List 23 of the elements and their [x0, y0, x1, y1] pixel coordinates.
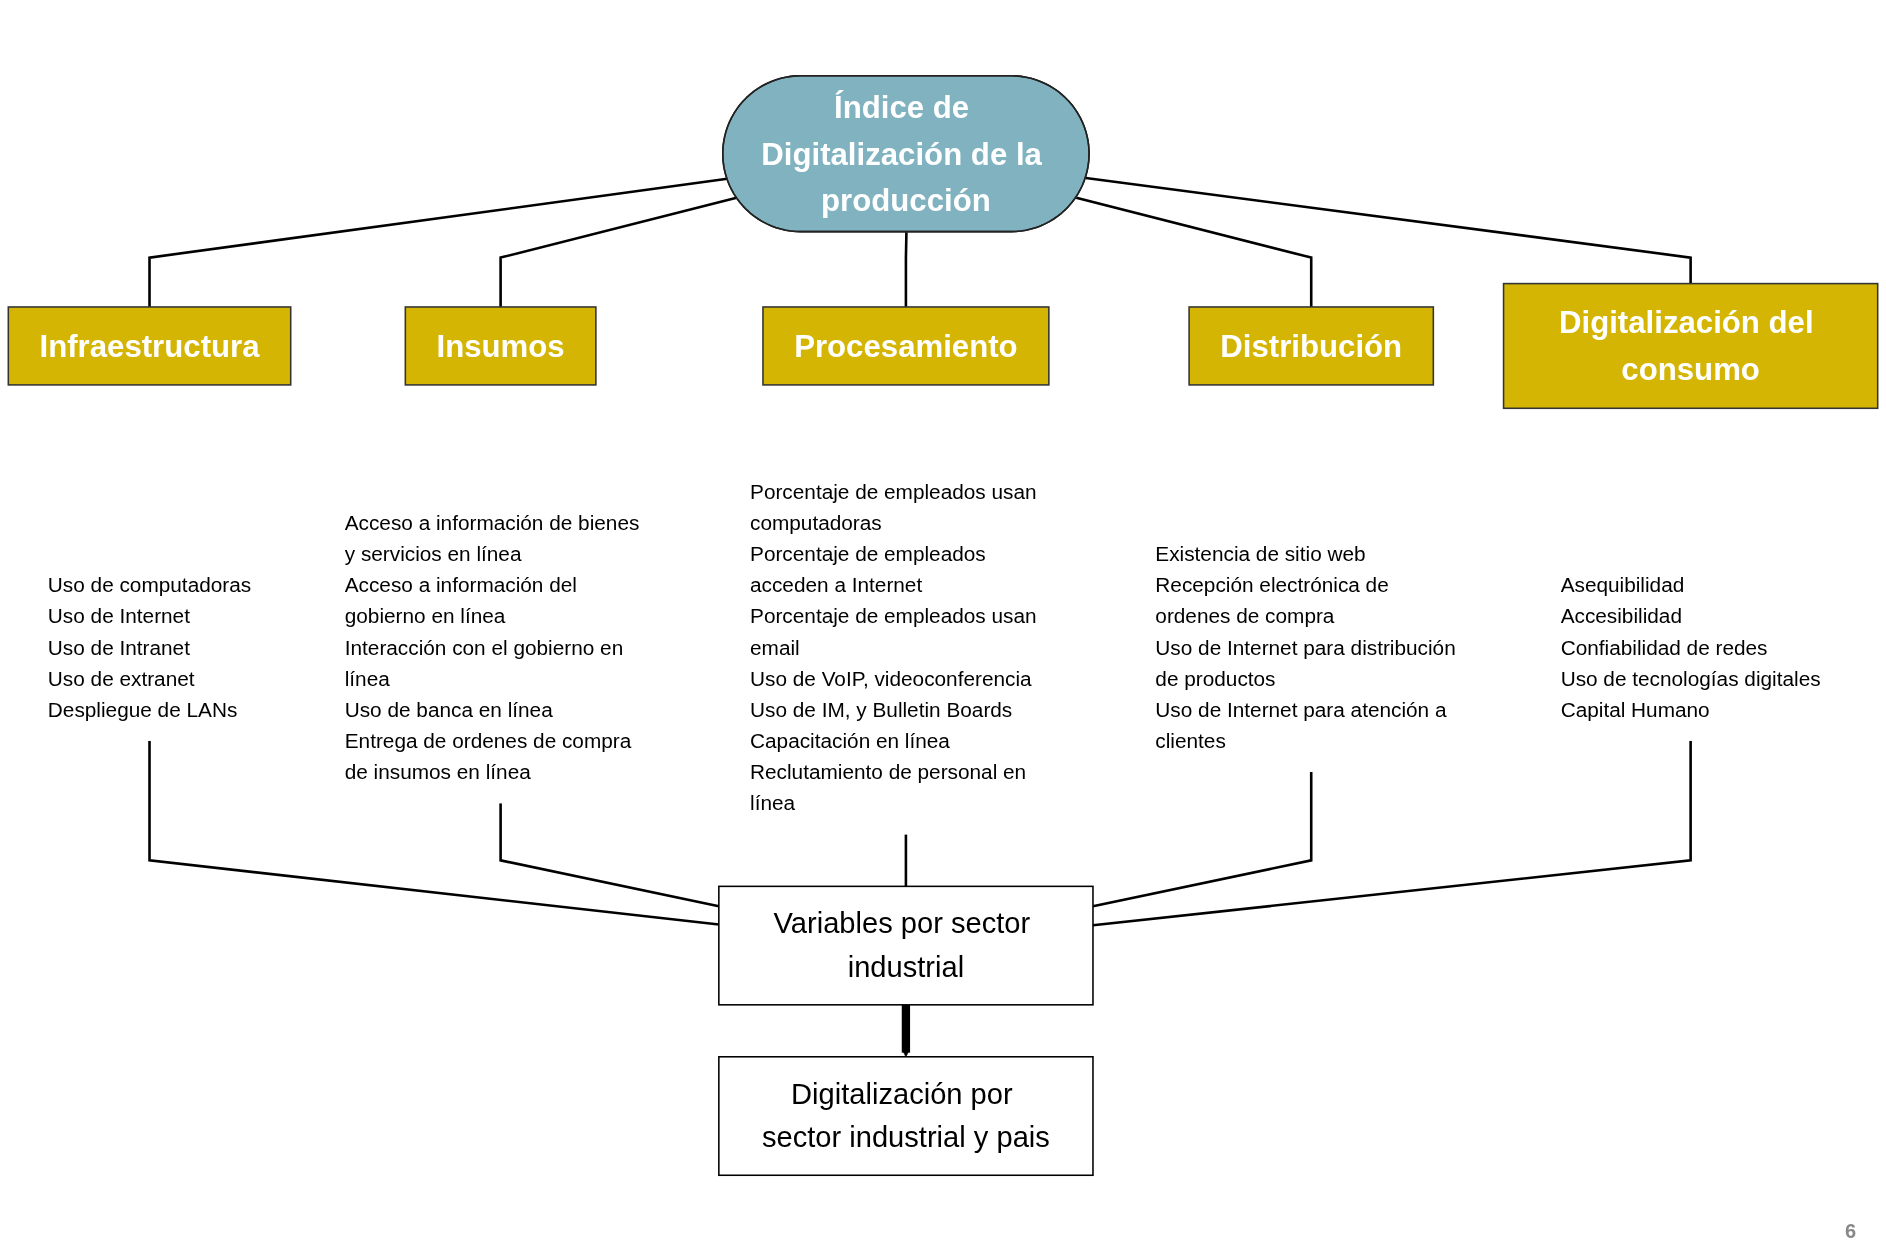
connector: [1085, 176, 1692, 284]
connector: [904, 232, 908, 307]
page-number: 6: [1844, 1220, 1856, 1243]
node-box: Procesamiento: [762, 306, 1050, 386]
arrow: [901, 1004, 911, 1058]
node-text: Acceso a información de bienes y servicios en línea Acceso a información del gobierno en línea Interacción con el gobierno en línea Uso de banca en línea Entrega de ordenes de compra de insumos en línea: [344, 511, 640, 784]
node-box: Digitalización por sector industrial y pais: [718, 1056, 1094, 1177]
node-box: Infraestructura: [7, 306, 292, 386]
connector: [904, 834, 908, 887]
connector: [499, 196, 737, 307]
node-box: Digitalización del consumo: [1502, 282, 1879, 410]
node-text: Asequibilidad Accesibilidad Confiabilidad de redes Uso de tecnologías digitales Capital Humano: [1560, 573, 1821, 722]
node-box: Insumos: [404, 306, 597, 386]
node-box: Distribución: [1188, 306, 1435, 386]
node-box: Variables por sector industrial: [718, 885, 1094, 1006]
connector: [1075, 196, 1313, 307]
connector: [1092, 772, 1313, 908]
connector: [1092, 740, 1692, 927]
node-text: Uso de computadoras Uso de Internet Uso de Intranet Uso de extranet Despliegue de LANs: [47, 573, 252, 722]
node-text: Existencia de sitio web Recepción electrónica de ordenes de compra Uso de Internet para distribución de productos Uso de Internet para atención a clientes: [1155, 542, 1456, 753]
connector: [148, 740, 719, 926]
node-text: Porcentaje de empleados usan computadoras Porcentaje de empleados acceden a Internet Porcentaje de empleados usan email Uso de VoIP, videoconferencia Uso de IM, y Bulletin Boards Capacitación en línea Reclutamiento de personal en línea: [750, 480, 1037, 815]
connector: [148, 177, 728, 307]
